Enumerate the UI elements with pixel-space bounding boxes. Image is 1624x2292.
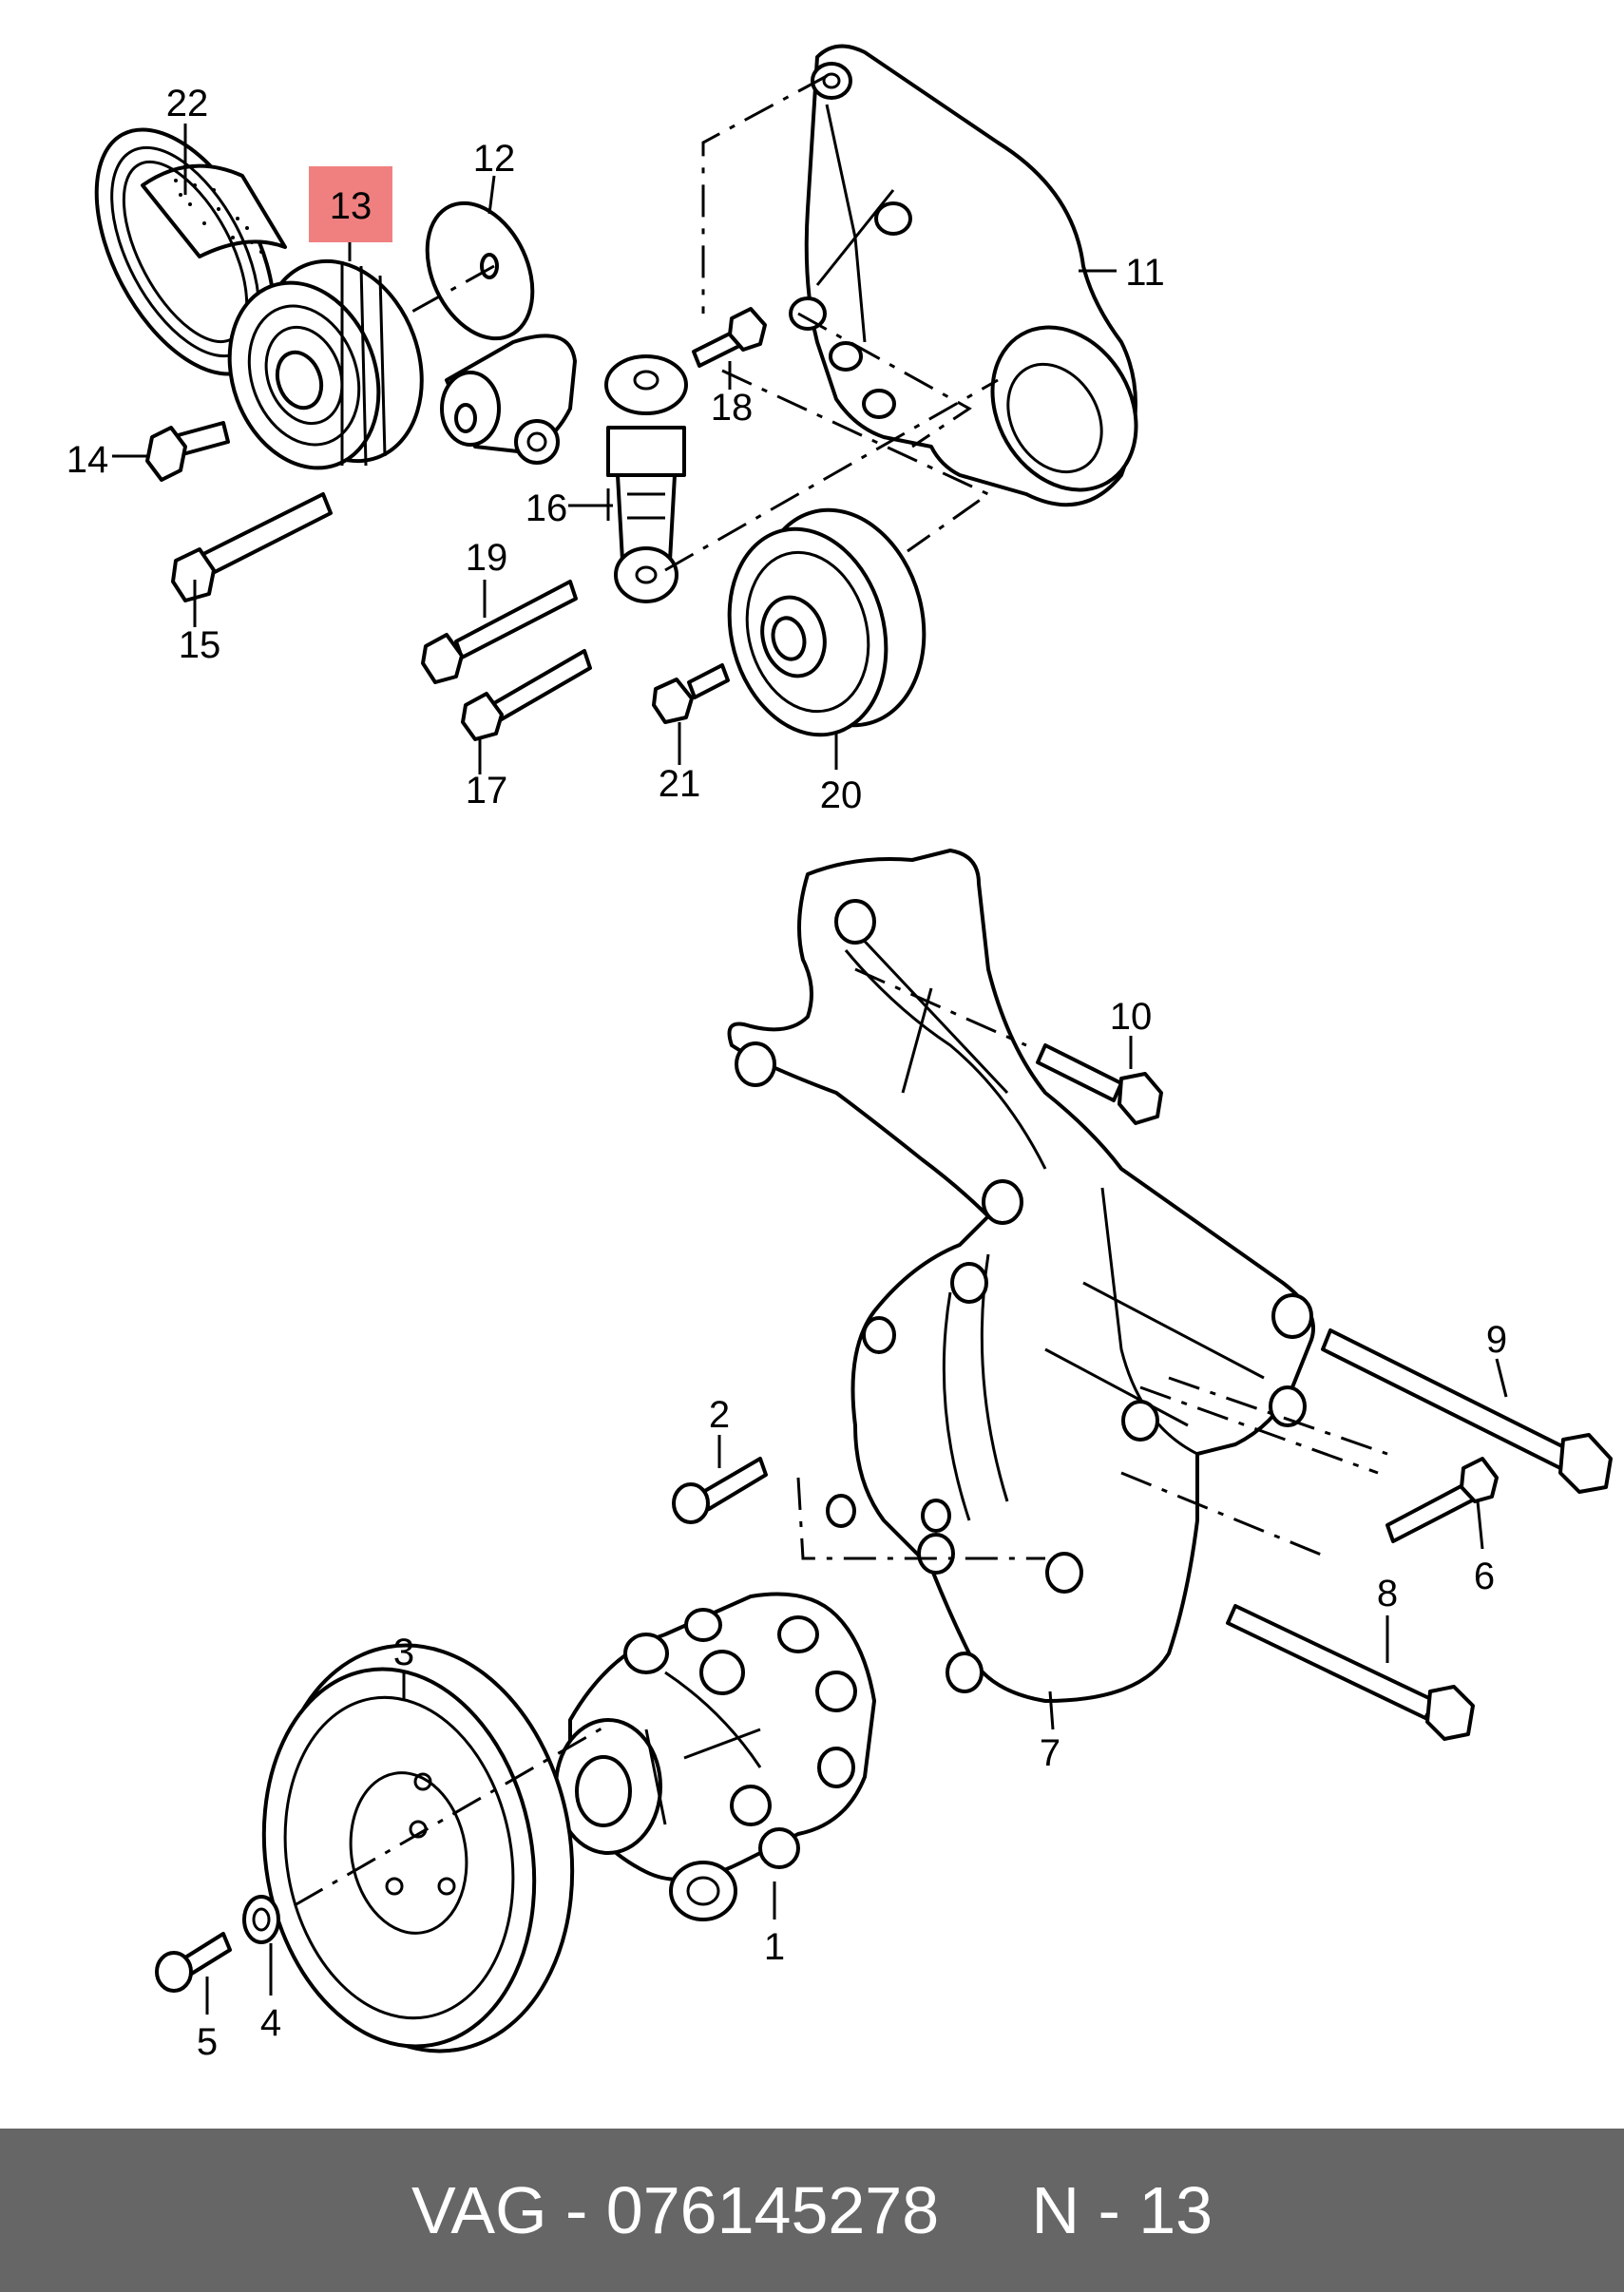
bolt-18 [692, 307, 767, 368]
bolt-19 [421, 580, 578, 684]
damper-16 [604, 354, 688, 603]
bolt-9 [1321, 1328, 1613, 1494]
washer-4 [242, 1895, 280, 1944]
highlight-box-13 [309, 166, 392, 242]
part-number: 076145278 [605, 2173, 940, 2247]
idler-pulley-20 [727, 507, 927, 737]
bracket-7 [727, 849, 1315, 1703]
callout-19: 19 [466, 537, 508, 579]
exploded-parts-diagram: 22 13 12 11 14 15 16 18 19 17 21 20 10 9… [67, 44, 1613, 2063]
bolt-10 [1036, 1043, 1163, 1125]
bolt-6 [1385, 1457, 1499, 1543]
callout-6: 6 [1474, 1556, 1495, 1597]
callout-20: 20 [820, 774, 863, 816]
bolt-21 [652, 663, 730, 724]
bracket-11 [789, 44, 1138, 507]
tensioner-pulley-13 [227, 258, 424, 470]
callout-17: 17 [466, 770, 508, 812]
bolt-5 [155, 1932, 232, 1993]
callout-8: 8 [1377, 1573, 1398, 1614]
brand-label: VAG [411, 2173, 547, 2247]
callout-15: 15 [179, 624, 221, 666]
callout-22: 22 [166, 83, 209, 124]
callout-18: 18 [711, 387, 754, 429]
bolt-2 [672, 1457, 768, 1524]
diagram-reference: N - 13 [1031, 2173, 1213, 2247]
callout-12: 12 [473, 138, 516, 180]
callout-21: 21 [659, 763, 701, 805]
callout-7: 7 [1040, 1732, 1060, 1774]
callout-3: 3 [393, 1632, 414, 1673]
bolt-14 [145, 421, 230, 482]
callout-2: 2 [709, 1394, 730, 1436]
bolt-8 [1226, 1604, 1475, 1741]
callout-13: 13 [330, 185, 373, 227]
pump-pulley-3 [261, 1643, 575, 2053]
callout-1: 1 [764, 1926, 785, 1968]
callout-9: 9 [1486, 1319, 1507, 1361]
bolt-17 [461, 649, 592, 741]
ribbed-belt-22 [94, 127, 287, 376]
callout-14: 14 [67, 439, 109, 481]
callout-16: 16 [525, 487, 568, 529]
footer-separator: - [565, 2173, 588, 2247]
tensioner-arm [440, 334, 577, 465]
callout-11: 11 [1125, 252, 1165, 294]
callout-5: 5 [197, 2021, 218, 2063]
part-info-footer: VAG - 076145278 N - 13 [0, 2129, 1624, 2292]
callout-10: 10 [1110, 996, 1153, 1038]
power-steering-pump-1 [554, 1592, 876, 1921]
cover-plate-12 [425, 201, 535, 341]
callout-4: 4 [260, 2002, 281, 2044]
bolt-15 [171, 492, 333, 602]
